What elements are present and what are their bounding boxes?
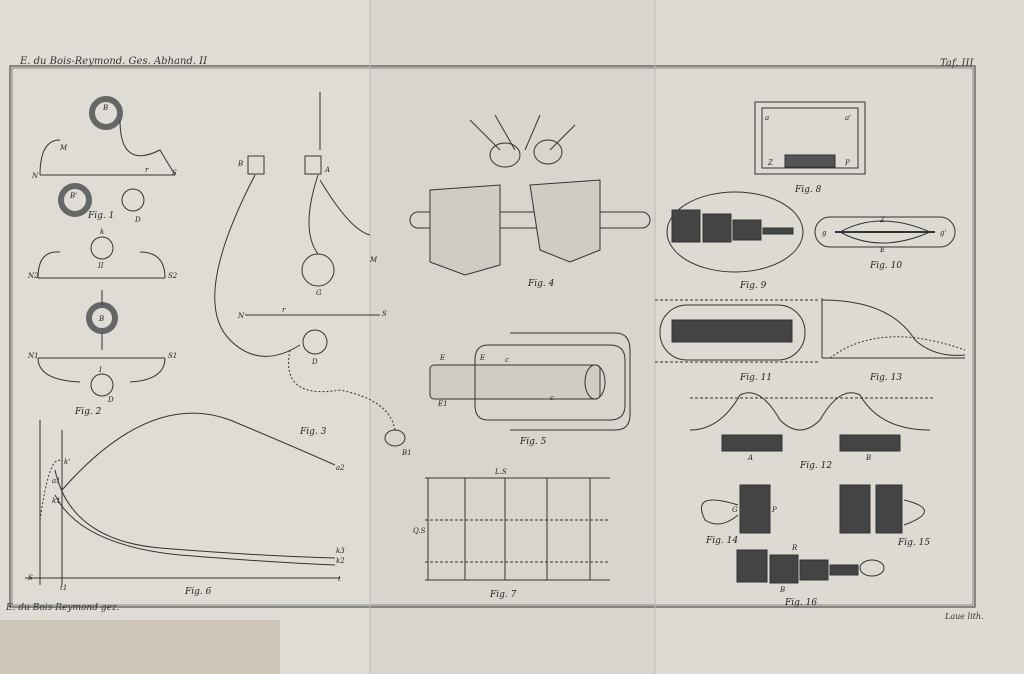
fig9-drawing [666,191,804,273]
letter: G [316,289,322,297]
caption-fig15: Fig. 15 [897,538,930,548]
letter: P [844,159,850,167]
letter: G [732,506,738,514]
letter: M [369,256,378,264]
fig11-drawing [655,299,820,363]
letter: a [765,114,769,122]
letter: L.S [494,468,507,476]
letter: t1 [60,584,67,592]
fig10-drawing [814,216,956,248]
letter: c [505,356,509,364]
header-plate-number: Taf. III [940,58,974,69]
letter: r [282,306,286,314]
letter: A [324,166,330,174]
letter: S1 [168,352,177,360]
caption-fig10: Fig. 10 [869,261,902,271]
letter: t [338,575,341,583]
paper-strip [0,620,280,674]
letter: Q.S [413,527,426,535]
fig2-drawing [37,236,166,397]
figure-letters: B M N S B' D r k II S2 N2 B I D N1 S1 B … [27,104,946,594]
letter: A [747,454,753,462]
footer-lithographer: Laue lith. [945,612,984,621]
letter: N [31,172,39,180]
letter: S2 [168,272,178,280]
letter: B [98,315,104,323]
letter: D [134,216,141,224]
caption-fig11: Fig. 11 [739,373,772,383]
fig7-drawing [425,477,610,581]
fig8-drawing [754,101,866,175]
letter: E [439,354,445,362]
letter: Z [879,216,885,224]
letter: k2 [336,557,345,565]
fig4-drawing [409,114,651,276]
letter: B [779,586,785,594]
header-author: E. du Bois-Reymond. Ges. Abhand. II [20,56,208,67]
letter: D [311,358,318,366]
fig6-drawing [25,412,340,585]
letter: k [100,228,104,236]
caption-fig12: Fig. 12 [799,461,832,471]
caption-fig9: Fig. 9 [739,281,767,291]
letter: II [97,262,104,270]
caption-fig13: Fig. 13 [869,373,902,383]
letter: g [822,229,827,237]
letter: E [479,354,485,362]
letter: Z [767,159,773,167]
fig14-15-drawing [700,484,925,534]
fig16-drawing [736,549,885,584]
letter: r [145,166,149,174]
caption-fig16: Fig. 16 [784,598,817,608]
fig1-drawing [39,96,176,217]
letter: B' [69,192,77,200]
letter: N1 [27,352,39,360]
fig3-drawing [214,92,406,447]
letter: E [879,246,885,254]
letter: N2 [27,272,39,280]
letter: a2 [336,464,345,472]
letter: P [771,506,777,514]
letter: M [59,144,68,152]
letter: B [865,454,871,462]
letter: B1 [401,449,412,457]
caption-fig5: Fig. 5 [519,437,547,447]
caption-fig4: Fig. 4 [527,279,555,289]
caption-fig3: Fig. 3 [299,427,327,437]
frame [9,65,976,608]
caption-fig8: Fig. 8 [794,185,822,195]
letter: g' [940,229,946,237]
letter: R [791,544,798,552]
letter: a1 [52,477,61,485]
letter: N [237,312,245,320]
letter: c [550,394,554,402]
caption-fig1: Fig. 1 [87,211,114,221]
letter: S [28,574,33,582]
caption-fig6: Fig. 6 [184,587,212,597]
letter: a' [845,114,851,122]
letter: B [237,160,243,168]
letter: k3 [336,547,345,555]
fig12-drawing [689,392,935,452]
letter: k' [64,458,70,466]
letter: S [382,310,387,318]
fig5-drawing [429,332,631,431]
letter: k1 [52,497,61,505]
letter: B [102,104,108,112]
letter: I [98,366,102,374]
caption-fig2: Fig. 2 [74,407,102,417]
footer-draftsman: E. du Bois-Reymond gez. [6,603,120,613]
letter: D [107,396,114,404]
caption-fig7: Fig. 7 [489,590,517,600]
figure-captions: Fig. 1 Fig. 2 Fig. 3 Fig. 4 Fig. 5 Fig. … [74,185,930,608]
caption-fig14: Fig. 14 [705,536,738,546]
letter: S [172,169,177,177]
letter: E1 [437,400,448,408]
fig13-drawing [821,298,966,359]
